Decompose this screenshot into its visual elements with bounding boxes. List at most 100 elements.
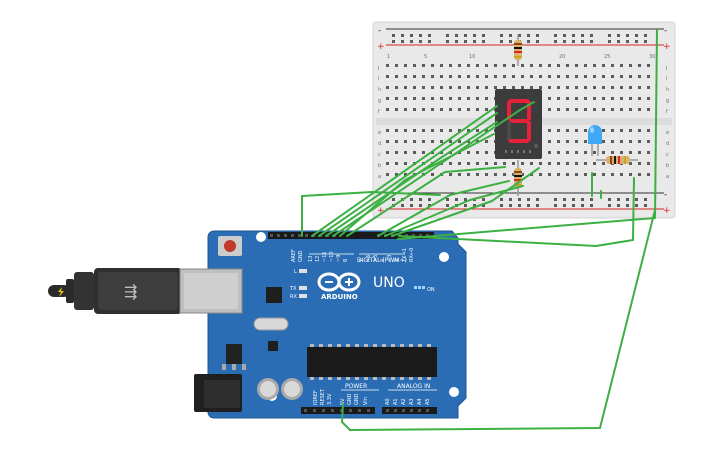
on-led [414,286,425,289]
small-chip [268,341,278,351]
svg-text:b: b [378,163,381,169]
led-body [588,125,602,144]
row-labels-bottom-right: e d c b a [666,130,669,180]
l-led [299,269,307,273]
svg-text:g: g [666,98,669,104]
rail-plus-label-br: + [663,206,671,216]
seven-segment-display[interactable]: 9 [0,0,542,159]
svg-text:8: 8 [343,259,349,262]
usb-b-port[interactable] [179,268,243,314]
display-segments [507,99,531,143]
wire-pin12 [318,112,498,237]
svg-text:RESET: RESET [320,388,326,405]
svg-text:A3: A3 [409,398,415,405]
dc-power-jack[interactable] [194,374,242,412]
svg-text:c: c [666,152,669,158]
svg-text:Vin: Vin [363,397,369,405]
svg-text:c: c [378,152,381,158]
svg-text:f: f [378,109,380,115]
svg-text:i: i [378,76,379,82]
bolt-icon [58,287,64,297]
wire-pin13 [311,105,498,237]
usb-cable[interactable]: ⇶ [48,268,182,314]
svg-text:i: i [666,76,667,82]
svg-text:~6: ~6 [366,255,372,262]
svg-text:d: d [378,141,381,147]
atmega-chip [307,344,437,380]
svg-text:f: f [666,109,668,115]
usb-icon: ⇶ [124,282,137,301]
svg-text:~11: ~11 [322,251,328,262]
svg-text:g: g [378,98,381,104]
svg-text:a: a [378,174,381,180]
svg-text:20: 20 [559,54,565,60]
analog-header[interactable] [382,407,437,414]
svg-text:1: 1 [387,54,390,60]
analog-pin-labels: A0 A1 A2 A3 A4 A5 [385,398,431,405]
wire-pin4 [398,177,635,247]
wire-pin9 [339,133,495,237]
svg-text:e: e [378,130,381,136]
svg-text:25: 25 [604,54,610,60]
svg-text:GND: GND [298,250,304,262]
svg-text:~10: ~10 [329,251,335,262]
model-label: UNO [373,275,405,291]
svg-text:~5: ~5 [373,255,379,262]
on-label: ON [427,287,435,293]
brand-label: ARDUINO [321,293,358,301]
capacitors [257,378,303,400]
svg-text:5V: 5V [340,398,346,405]
wires[interactable] [301,29,658,431]
crystal-oscillator [253,317,289,331]
wire-pin10 [332,101,535,237]
resistor-top[interactable] [514,34,522,66]
digital-pin-labels: AREF GND 13 12 ~11 ~10 ~9 8 7 ~6 ~5 4 ~3… [291,248,415,263]
segment-g [509,119,529,123]
svg-text:5: 5 [424,54,427,60]
svg-text:A0: A0 [385,398,391,405]
rx-pin-label: RX←0 [409,248,415,262]
row-labels-top-left: j i h g f [377,65,381,115]
row-labels-bottom-left: e d c b a [378,130,381,180]
power-header[interactable] [301,407,375,414]
svg-text:10: 10 [469,54,475,60]
reset-button[interactable] [218,236,242,256]
rail-minus-label-tr: - [664,26,667,36]
svg-text:j: j [665,65,667,71]
analog-label: ANALOG IN [397,383,430,390]
rail-minus-label-br: - [664,190,667,200]
l-led-label: L [294,269,297,275]
wire-rail-right [397,29,658,240]
display-digit-value: 9 [0,0,1,1]
tx-led-label: TX [289,286,297,292]
svg-text:13: 13 [308,256,314,262]
row-labels-top-right: j i h g f [665,65,669,115]
tx-led [299,286,307,290]
rx-led [299,294,307,298]
wire-pin5 [391,167,540,237]
arduino-uno-board[interactable]: ARDUINO UNO ON L TX RX AREF GND 13 12 ~1… [179,230,467,419]
breadboard-holes [386,34,650,207]
power-label: POWER [345,383,367,390]
segment-e [507,121,511,141]
wire-pin8 [346,166,506,237]
segment-f [507,101,511,120]
svg-text:A5: A5 [425,398,431,405]
svg-text:2: 2 [394,259,400,262]
led[interactable] [588,125,602,156]
svg-text:AREF: AREF [291,249,297,262]
segment-d [509,139,529,143]
svg-text:e: e [666,130,669,136]
svg-text:d: d [666,141,669,147]
segment-c [527,121,531,141]
resistor-led[interactable] [596,156,638,164]
digital-label: DIGITAL (PWM~) [357,257,407,264]
wire-pin7 [377,180,510,237]
svg-text:7: 7 [359,259,365,262]
svg-text:4: 4 [380,259,386,262]
svg-text:b: b [666,163,669,169]
rail-minus-label-tl: - [378,26,381,36]
svg-text:h: h [666,87,669,93]
svg-text:GND: GND [347,393,353,405]
